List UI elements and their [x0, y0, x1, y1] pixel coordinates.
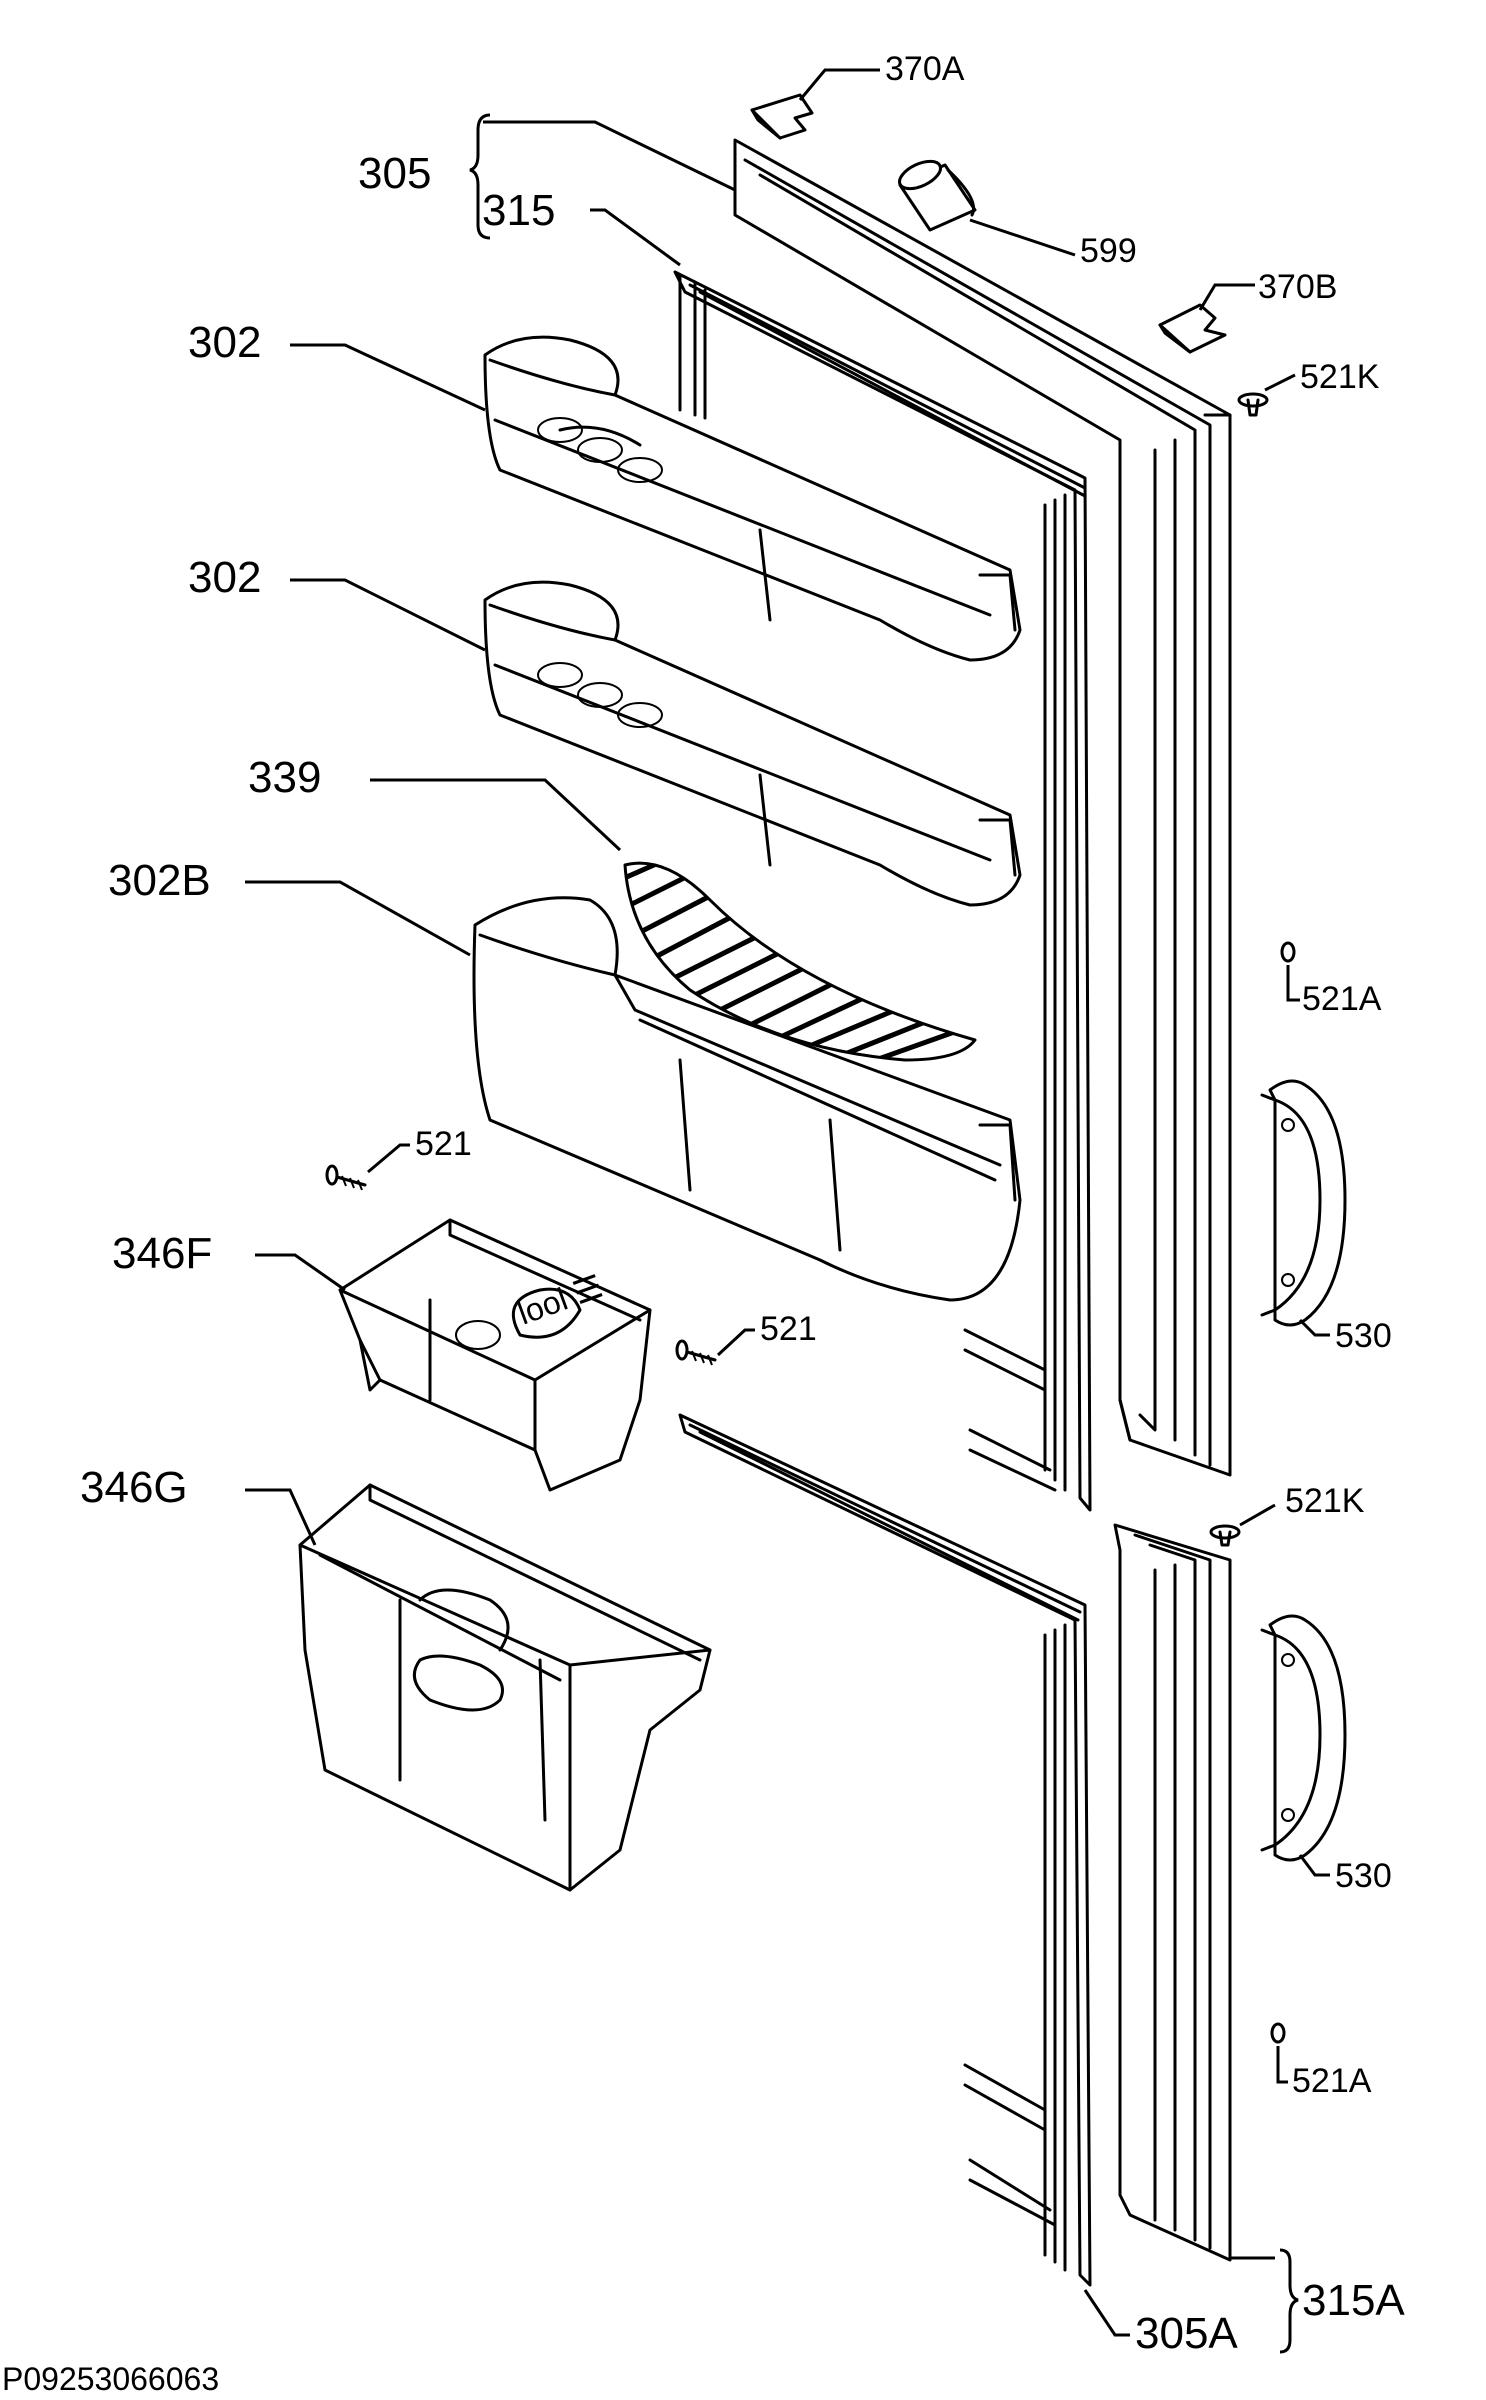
- handle-530-top: [1260, 1079, 1347, 1327]
- label-530-top: 530: [1335, 1317, 1392, 1355]
- label-521k-bottom: 521K: [1285, 1482, 1365, 1520]
- label-370a: 370A: [885, 50, 965, 88]
- label-370b: 370B: [1258, 268, 1337, 306]
- label-346g: 346G: [80, 1463, 188, 1512]
- drawing-code: P09253066063: [2, 2361, 219, 2397]
- screw-521-left: [325, 1164, 367, 1191]
- screw-521a-bottom: [1270, 2022, 1286, 2044]
- hinge-cover-370b: [1158, 303, 1227, 354]
- door-shelf-302b: [472, 896, 1022, 1302]
- upper-door-outer-panel: [733, 138, 1232, 1477]
- label-315a: 315A: [1302, 2276, 1405, 2325]
- label-302-top: 302: [188, 318, 261, 367]
- upper-door-gasket: [673, 270, 1092, 1512]
- screw-521k-top: [1237, 392, 1269, 417]
- door-shelf-302-upper: [483, 335, 1022, 662]
- lower-door-outer-panel: [1113, 1523, 1232, 2262]
- door-shelf-302-lower: [483, 580, 1022, 907]
- label-521k-top: 521K: [1300, 358, 1380, 396]
- label-521-left: 521: [415, 1125, 472, 1163]
- label-302-mid: 302: [188, 553, 261, 602]
- dairy-compartment-346f: lool ☰: [338, 1218, 652, 1492]
- callout-labels: 370A 305 315 599 370B 521K 302 302 339 3…: [80, 50, 1405, 2358]
- label-305: 305: [358, 149, 431, 198]
- lower-door-gasket: [678, 1413, 1092, 2287]
- label-305a: 305A: [1135, 2309, 1238, 2358]
- label-521a-top: 521A: [1302, 980, 1382, 1018]
- label-521a-bottom: 521A: [1292, 2062, 1372, 2100]
- label-339: 339: [248, 753, 321, 802]
- bottle-bin-346g: [298, 1483, 712, 1892]
- label-302b: 302B: [108, 856, 211, 905]
- screw-521k-bottom: [1209, 1524, 1241, 1547]
- label-599: 599: [1080, 232, 1137, 270]
- hinge-cover-370a: [750, 93, 814, 140]
- label-530-bottom: 530: [1335, 1857, 1392, 1895]
- screw-521a-top: [1280, 941, 1296, 963]
- leader-lines: [245, 68, 1330, 2354]
- label-346f: 346F: [112, 1229, 212, 1278]
- handle-599: [898, 159, 977, 232]
- label-315: 315: [482, 186, 555, 235]
- handle-530-bottom: [1260, 1614, 1347, 1862]
- label-521-mid: 521: [760, 1310, 817, 1348]
- screw-521-mid: [675, 1339, 717, 1366]
